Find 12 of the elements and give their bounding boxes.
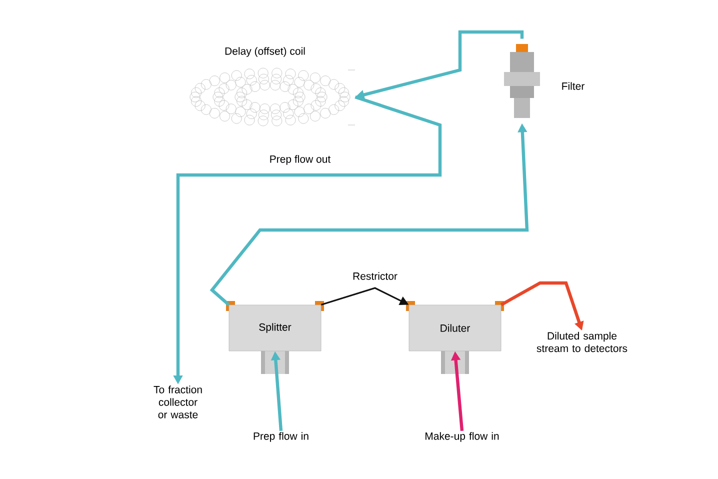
flow-label: To fraction collector or waste <box>154 386 202 418</box>
coil-drawing <box>190 68 356 126</box>
component-label: Delay (offset) coil <box>225 47 305 57</box>
filter-drawing <box>504 44 540 118</box>
component-label: Filter <box>562 82 584 90</box>
flow-label: Prep flow in <box>254 432 308 442</box>
flow-label: Make-up flow in <box>426 432 499 442</box>
edge-label: Restrictor <box>351 270 399 282</box>
device-block: Diluter <box>406 301 504 374</box>
edge-label: Prep flow out <box>268 154 332 166</box>
flow-label: Diluted sample stream to detectors <box>536 332 628 352</box>
device-block: Splitter <box>226 301 324 374</box>
